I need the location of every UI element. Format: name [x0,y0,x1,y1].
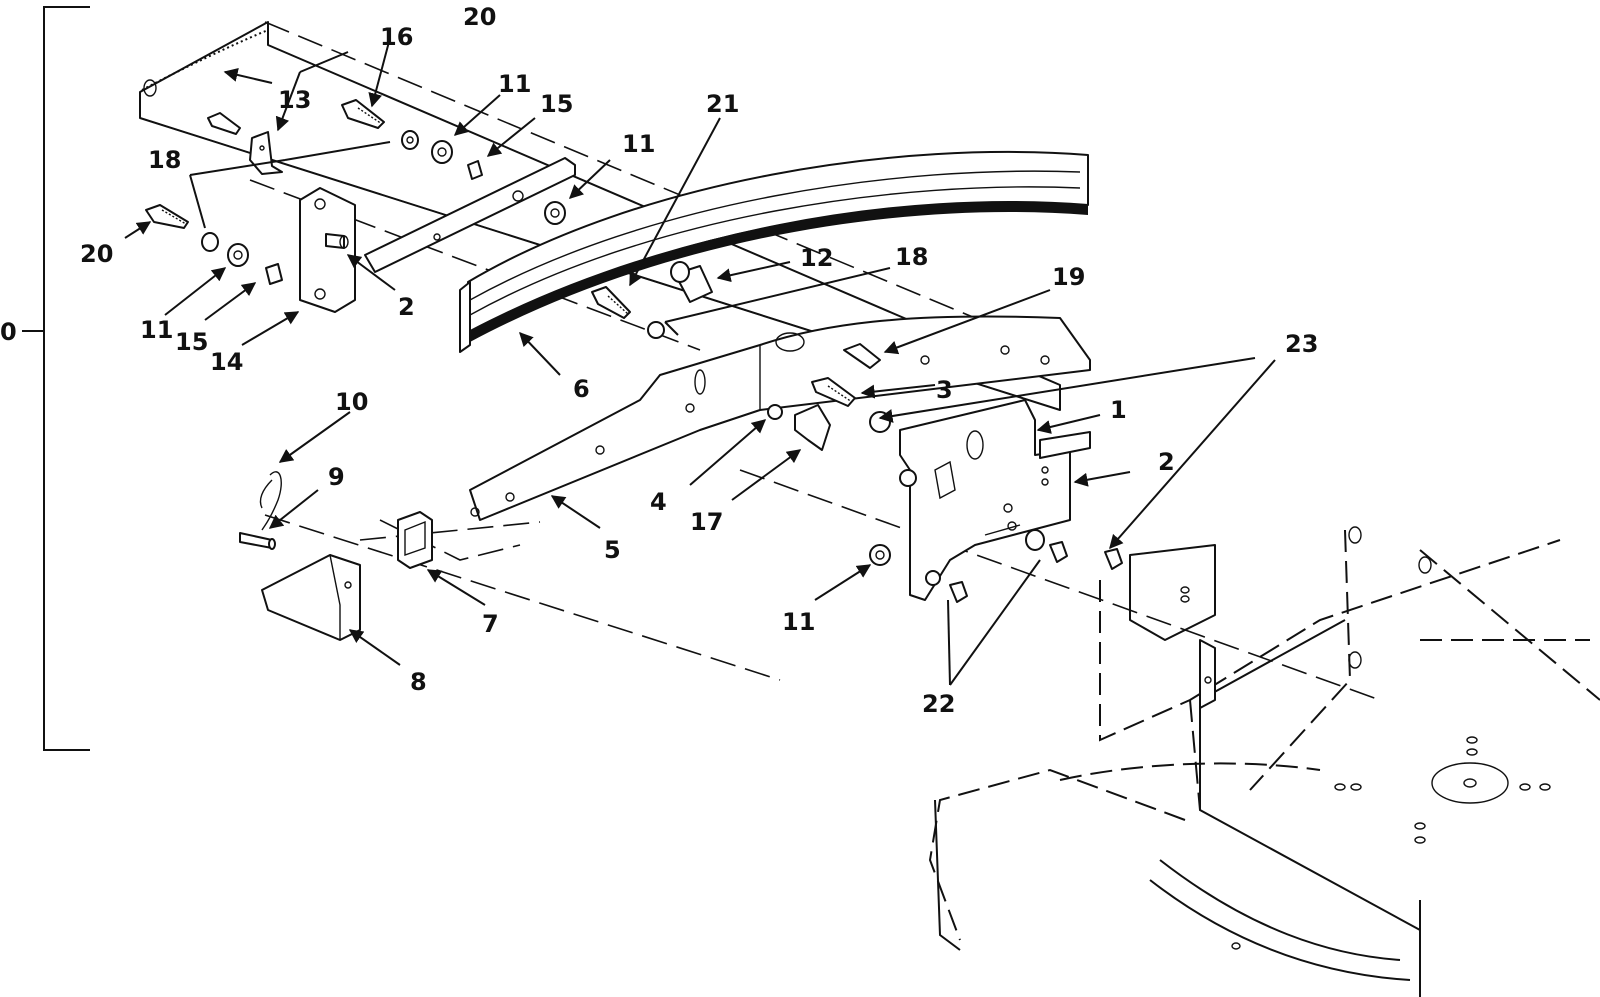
callout-2-right: 2 [1158,448,1175,476]
callout-3: 3 [936,376,953,404]
callout-8: 8 [410,668,427,696]
callout-10: 10 [335,388,368,416]
callout-1: 1 [1110,396,1127,424]
screw-20-upper [341,99,385,129]
callout-4: 4 [650,488,667,516]
callout-6: 6 [573,375,590,403]
callout-13: 13 [278,86,311,114]
callout-15-a: 15 [540,90,573,118]
callout-11-c: 11 [140,316,173,344]
screw-20-lower [145,204,189,229]
screw-21 [591,286,631,319]
assembly-bracket: 0 [0,6,90,751]
hardware [145,99,1123,641]
callout-17: 17 [690,508,723,536]
callout-15-b: 15 [175,328,208,356]
clip-17 [794,404,831,451]
bracket-label: 0 [0,318,17,346]
callout-22: 22 [922,690,955,718]
mount-bracket-1 [899,399,1091,601]
screw-19 [843,343,881,369]
callout-5: 5 [604,536,621,564]
callout-20-a: 20 [463,3,496,31]
mower-deck-ghost [928,526,1600,997]
block-8 [261,554,361,641]
callout-labels: 1 2 2 3 4 5 6 7 8 9 10 11 11 11 11 12 13… [80,3,1318,718]
callout-19: 19 [1052,263,1085,291]
callout-11-a: 11 [498,70,531,98]
callout-20-b: 20 [80,240,113,268]
spring-13 [141,29,269,97]
scraper-strip-6 [459,151,1089,353]
callout-18-a: 18 [148,146,181,174]
callout-12: 12 [800,244,833,272]
callout-23: 23 [1285,330,1318,358]
callout-16: 16 [380,23,413,51]
callout-11-b: 11 [622,130,655,158]
callout-2-left: 2 [398,293,415,321]
lower-arm-5 [469,315,1091,521]
plate-14 [299,187,356,313]
callout-21: 21 [706,90,739,118]
callout-14: 14 [210,348,243,376]
callout-7: 7 [482,610,499,638]
callout-9: 9 [328,463,345,491]
guide-7 [397,511,433,569]
callout-18-b: 18 [895,243,928,271]
leader-arrows [124,37,1276,686]
callout-11-d: 11 [782,608,815,636]
screw-3 [811,377,856,407]
screw-small-top [207,112,241,135]
